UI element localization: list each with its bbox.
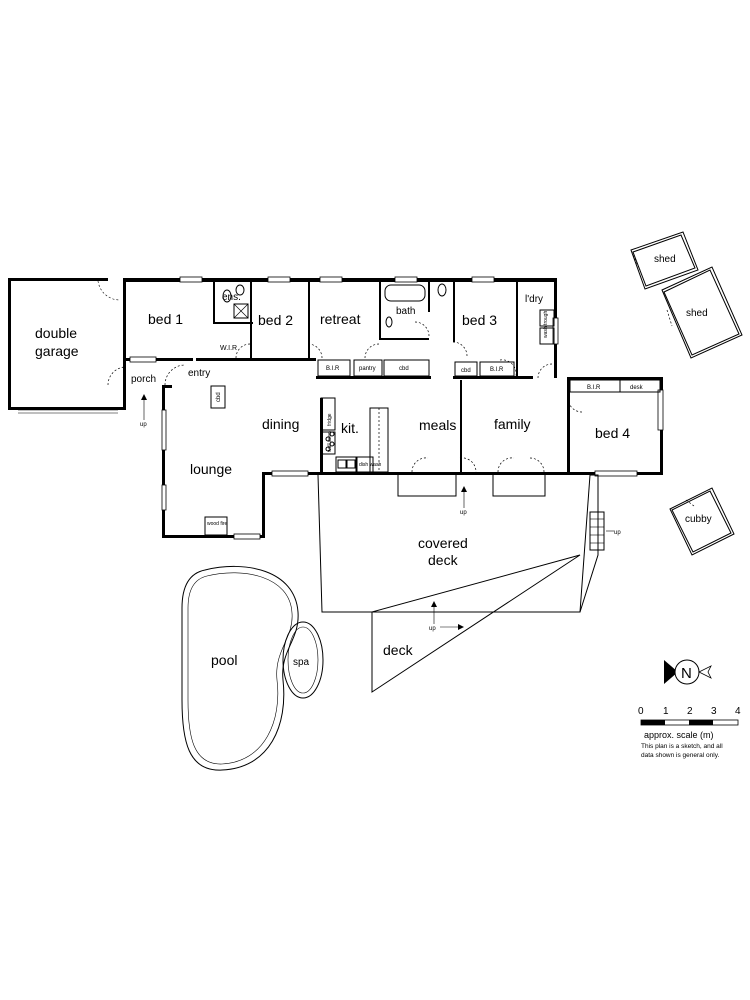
desk-label: desk xyxy=(630,385,644,391)
entry-label: entry xyxy=(188,368,210,379)
door-swings xyxy=(107,321,583,473)
sliding-doors xyxy=(397,473,546,497)
deck-outline xyxy=(371,554,581,693)
covered-deck-up-label: up xyxy=(460,510,467,516)
bir-bed4-label: B.I.R xyxy=(587,385,601,391)
porch-label: porch xyxy=(131,374,156,385)
cbd-entry-label: cbd xyxy=(216,392,222,402)
north-compass-icon: N xyxy=(664,659,712,685)
dining-label: dining xyxy=(262,416,299,432)
deck-up-label: up xyxy=(429,626,436,632)
house-walls xyxy=(123,278,663,538)
fridge-label: fridge xyxy=(327,413,333,426)
fixtures xyxy=(204,283,661,536)
bed1-label: bed 1 xyxy=(148,311,183,327)
scale-label: approx. scale (m) xyxy=(644,730,714,740)
covered-deck-label-line2: deck xyxy=(428,552,459,568)
pool-shape xyxy=(181,565,324,771)
cubby-up-label: up xyxy=(614,530,621,536)
double-garage-label-line1: double xyxy=(35,325,77,341)
kitchen-label: kit. xyxy=(341,420,359,436)
bir-retreat-label: B.I.R xyxy=(326,366,340,372)
ensuite-label: ens. xyxy=(222,292,241,303)
scale-tick-2: 2 xyxy=(687,706,693,717)
wir-label: W.I.R xyxy=(220,345,237,352)
bed2-label: bed 2 xyxy=(258,312,293,328)
shed-small-label: shed xyxy=(654,254,676,265)
retreat-label: retreat xyxy=(320,311,361,327)
lounge-label: lounge xyxy=(190,461,232,477)
disclaimer-line2: data shown is general only. xyxy=(641,752,719,759)
scale-bar: 0 1 2 3 4 approx. scale (m) This plan is… xyxy=(638,706,741,759)
bath-label: bath xyxy=(396,306,415,317)
deck-label: deck xyxy=(383,642,414,658)
covered-deck-label-line1: covered xyxy=(418,535,468,551)
scale-tick-0: 0 xyxy=(638,706,644,717)
compass-north-letter: N xyxy=(681,665,692,682)
cubby-label: cubby xyxy=(685,514,712,525)
bir-bed3-label: B.I.R xyxy=(490,367,504,373)
scale-tick-1: 1 xyxy=(663,706,669,717)
stair-arrows xyxy=(141,394,614,630)
scale-tick-3: 3 xyxy=(711,706,717,717)
cubby-outline xyxy=(669,487,735,556)
family-label: family xyxy=(494,416,531,432)
dish-wash-label: dish wash xyxy=(359,462,381,468)
cbd-bed3-label: cbd xyxy=(461,368,471,374)
pantry-label: pantry xyxy=(359,366,376,372)
wood-fire-label: wood fire xyxy=(207,521,228,527)
meals-label: meals xyxy=(419,417,456,433)
cbd-retreat-label: cbd xyxy=(399,366,409,372)
shed-large-label: shed xyxy=(686,308,708,319)
covered-deck-outline xyxy=(317,474,605,613)
double-garage-label-line2: garage xyxy=(35,343,79,359)
spa-label: spa xyxy=(293,657,310,668)
scale-tick-4: 4 xyxy=(735,706,741,717)
windows xyxy=(129,276,664,540)
laundry-label: l'dry xyxy=(525,294,543,305)
wash-trough-label: wash trough xyxy=(543,311,549,338)
porch-up-label: up xyxy=(140,422,147,428)
shed-large-outline xyxy=(661,266,743,359)
pool-label: pool xyxy=(211,652,237,668)
disclaimer-line1: This plan is a sketch, and all xyxy=(641,743,723,750)
bed4-label: bed 4 xyxy=(595,425,630,441)
shed-small-outline xyxy=(630,231,699,290)
garage-walls xyxy=(8,278,126,414)
wall-oven-label: wall oven xyxy=(327,431,333,452)
bed3-label: bed 3 xyxy=(462,312,497,328)
